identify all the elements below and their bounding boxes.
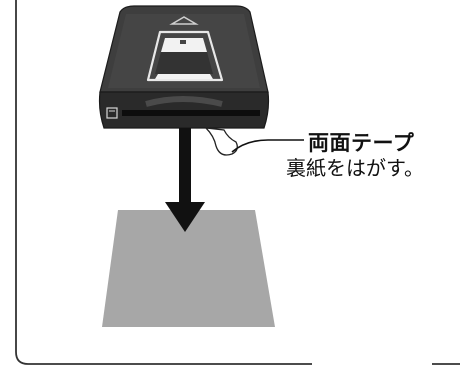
slot-card-icon [106,107,118,119]
card-reader-device [98,5,270,129]
gray-sheet [102,210,275,327]
down-arrow-icon [165,202,205,232]
callout-title: 両面テープ [308,131,415,155]
callout-leader-line [231,139,304,153]
callout-subtitle: 裏紙をはがす。 [286,156,424,180]
eject-triangle-icon [169,16,199,25]
down-arrow-shaft [179,128,191,204]
tape-backing-curl [204,127,238,156]
panel-frame [15,0,312,365]
